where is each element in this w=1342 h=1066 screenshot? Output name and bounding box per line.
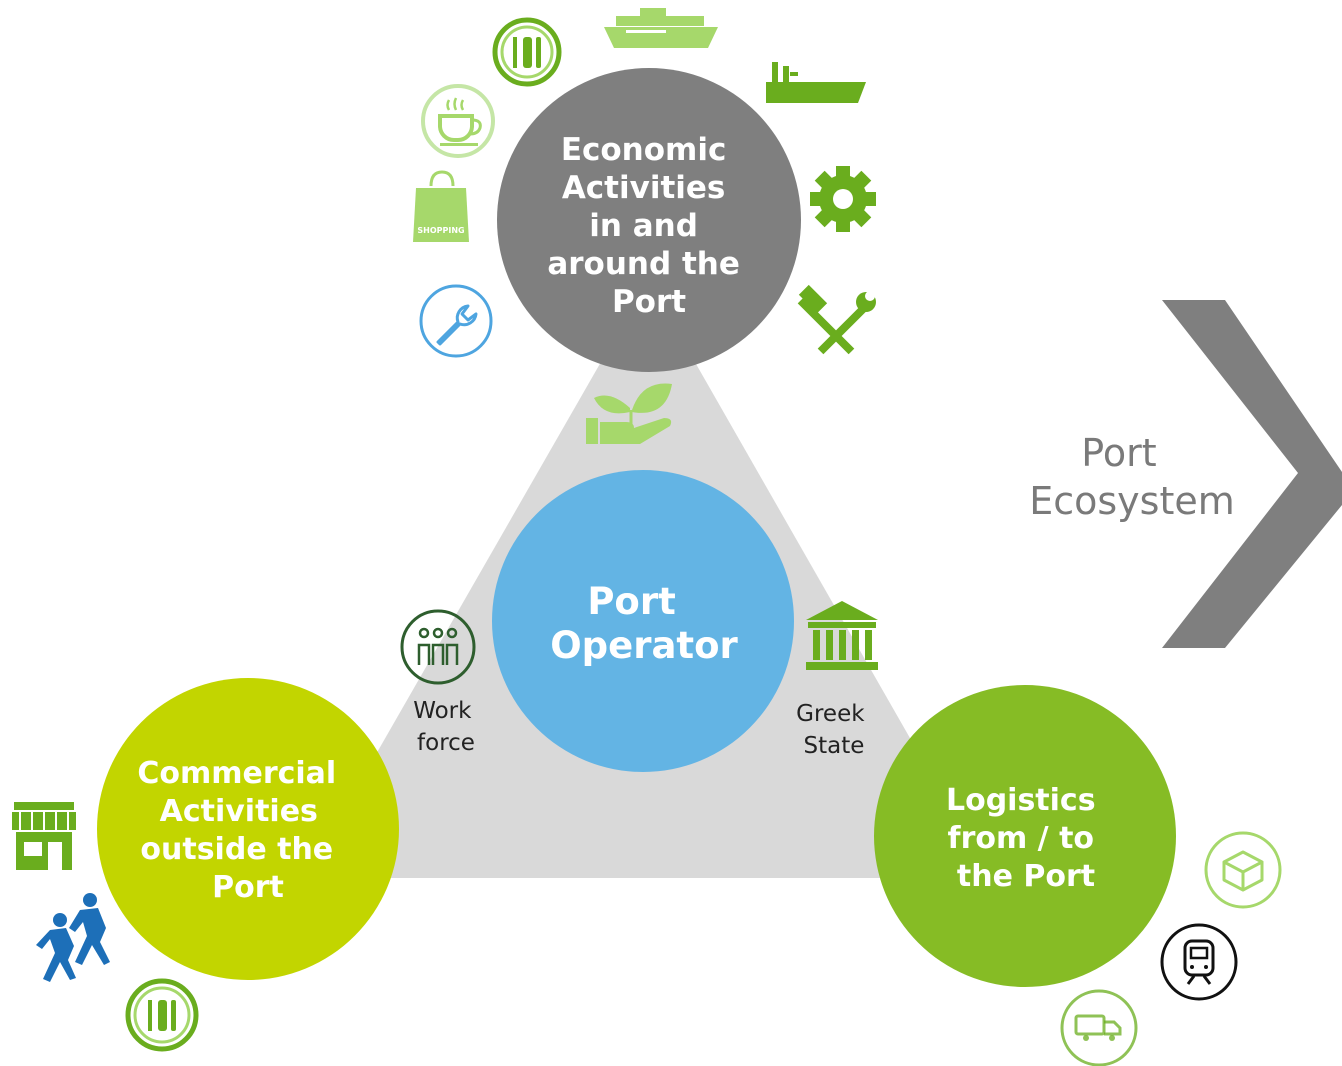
shopping-bag-icon: SHOPPING	[413, 170, 469, 242]
economic-activities-circle	[497, 68, 801, 372]
economic-activities-label: Economic Activities in and around the Po…	[547, 132, 750, 320]
hammer-wrench-icon	[797, 284, 876, 355]
logistics-circle	[874, 685, 1176, 987]
package-box-icon	[1204, 831, 1282, 909]
runners-icon	[36, 893, 110, 982]
gear-icon	[810, 166, 876, 232]
workforce-label: Work force	[413, 698, 479, 756]
port-operator-label: Port Operator	[550, 580, 738, 667]
svg-text:SHOPPING: SHOPPING	[417, 226, 464, 235]
government-building-icon	[806, 601, 878, 670]
restaurant-icon	[125, 978, 199, 1052]
hand-plant-icon	[586, 383, 672, 444]
port-ecosystem-label: Port Ecosystem	[1029, 431, 1235, 523]
chevron-arrow-icon	[1162, 300, 1342, 648]
store-icon	[12, 802, 76, 870]
truck-icon	[1060, 989, 1138, 1066]
workforce-icon	[400, 609, 476, 685]
greek-state-label: Greek State	[796, 701, 872, 759]
cargo-ship-icon	[766, 62, 866, 103]
coffee-cup-icon	[421, 84, 495, 158]
port-operator-circle	[492, 470, 794, 772]
wrench-icon	[419, 284, 493, 358]
commercial-activities-circle	[97, 678, 399, 980]
restaurant-icon	[492, 17, 562, 87]
train-icon	[1160, 923, 1238, 1001]
commercial-activities-label: Commercial Activities outside the Port	[137, 756, 346, 905]
logistics-label: Logistics from / to the Port	[946, 783, 1106, 894]
cruise-ship-icon	[604, 8, 718, 48]
